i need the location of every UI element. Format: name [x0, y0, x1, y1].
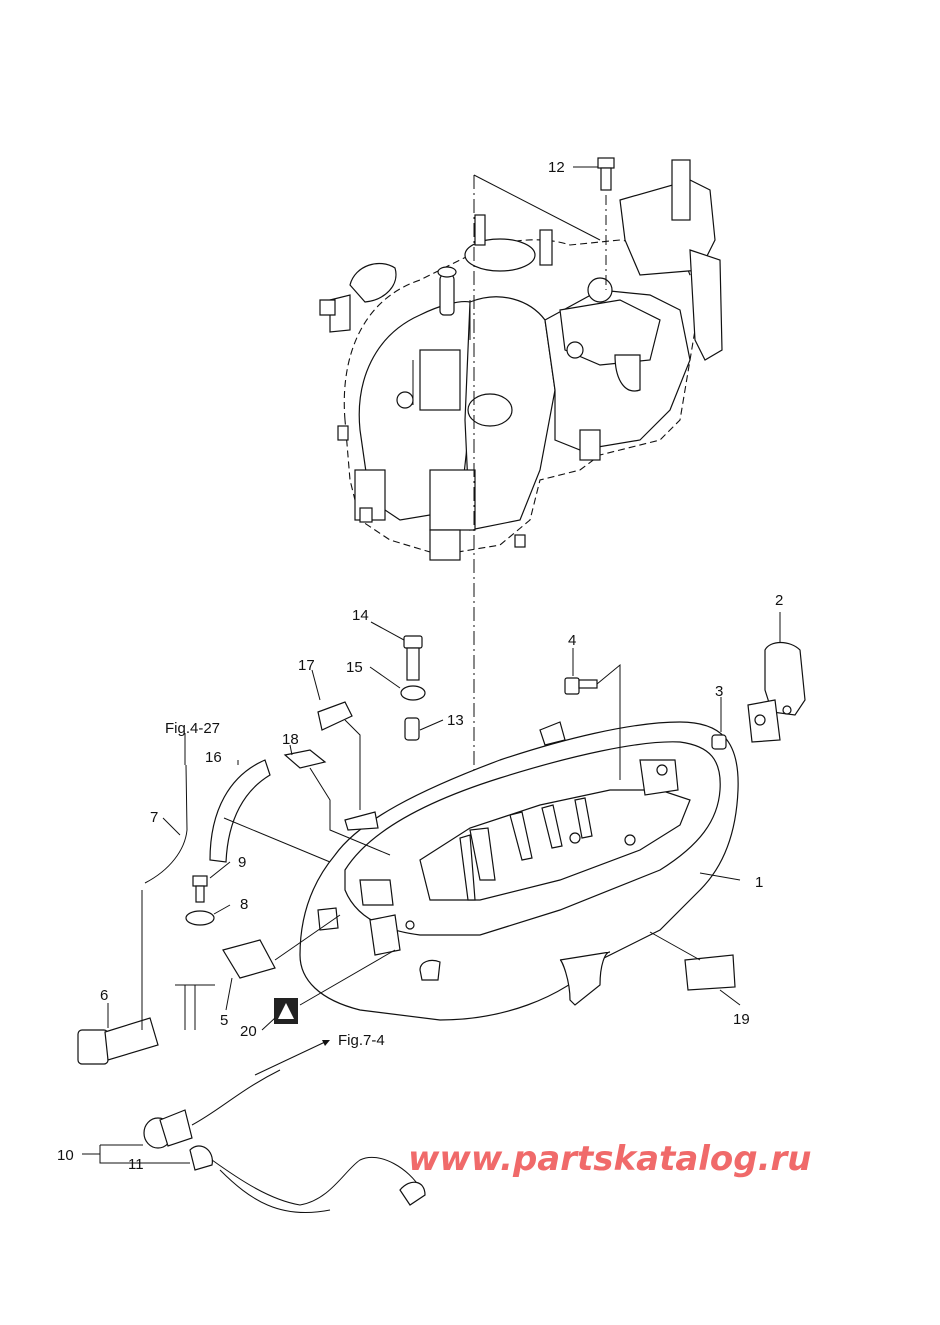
leader-lines [82, 166, 781, 1164]
callout-8: 8 [240, 896, 248, 913]
callout-17: 17 [298, 657, 315, 674]
callout-labels: 12 2 3 4 14 15 13 17 18 Fig.4-27 16 7 9 … [57, 159, 783, 1173]
part-bolt-12 [597, 157, 615, 191]
bottom-cowling [299, 721, 739, 1021]
callout-4: 4 [568, 632, 576, 649]
fig-ref-7-4: Fig.7-4 [338, 1032, 385, 1049]
callout-14: 14 [352, 607, 369, 624]
callout-13: 13 [447, 712, 464, 729]
part-cable-7 [144, 764, 188, 884]
callout-15: 15 [346, 659, 363, 676]
callout-10: 10 [57, 1147, 74, 1164]
part-17 [317, 701, 353, 731]
callout-6: 6 [100, 987, 108, 1004]
callout-5: 5 [220, 1012, 228, 1029]
callout-19: 19 [733, 1011, 750, 1028]
callout-9: 9 [238, 854, 246, 871]
part-18 [283, 749, 327, 769]
watermark: www.partskatalog.ru [408, 1139, 812, 1179]
callout-2: 2 [775, 592, 783, 609]
callout-20: 20 [240, 1023, 257, 1040]
part-bolt-14 [403, 635, 423, 681]
part-grommet-5 [222, 939, 276, 979]
part-switch-6 [77, 1017, 159, 1065]
callout-11: 11 [128, 1156, 144, 1173]
part-lanyard-11 [189, 1145, 426, 1214]
callout-1: 1 [755, 874, 763, 891]
part-collar-13 [404, 717, 420, 741]
part-washer-8 [185, 910, 215, 926]
part-label-20 [274, 998, 298, 1024]
engine-block [319, 159, 723, 561]
callout-3: 3 [715, 683, 723, 700]
part-stop-switch-10 [143, 1069, 281, 1149]
part-collar [711, 734, 727, 750]
callout-12: 12 [548, 159, 565, 176]
callout-16: 16 [205, 749, 222, 766]
callout-18: 18 [282, 731, 299, 748]
part-bolt-4 [564, 677, 598, 695]
part-label-19 [684, 954, 736, 991]
part-lever [747, 641, 806, 743]
part-washer-15 [400, 685, 426, 701]
part-screw-9 [192, 875, 208, 903]
callout-7: 7 [150, 809, 158, 826]
fig-ref-4-27: Fig.4-27 [165, 720, 220, 737]
part-seal-16 [209, 759, 271, 863]
reference-lines [412, 174, 607, 945]
